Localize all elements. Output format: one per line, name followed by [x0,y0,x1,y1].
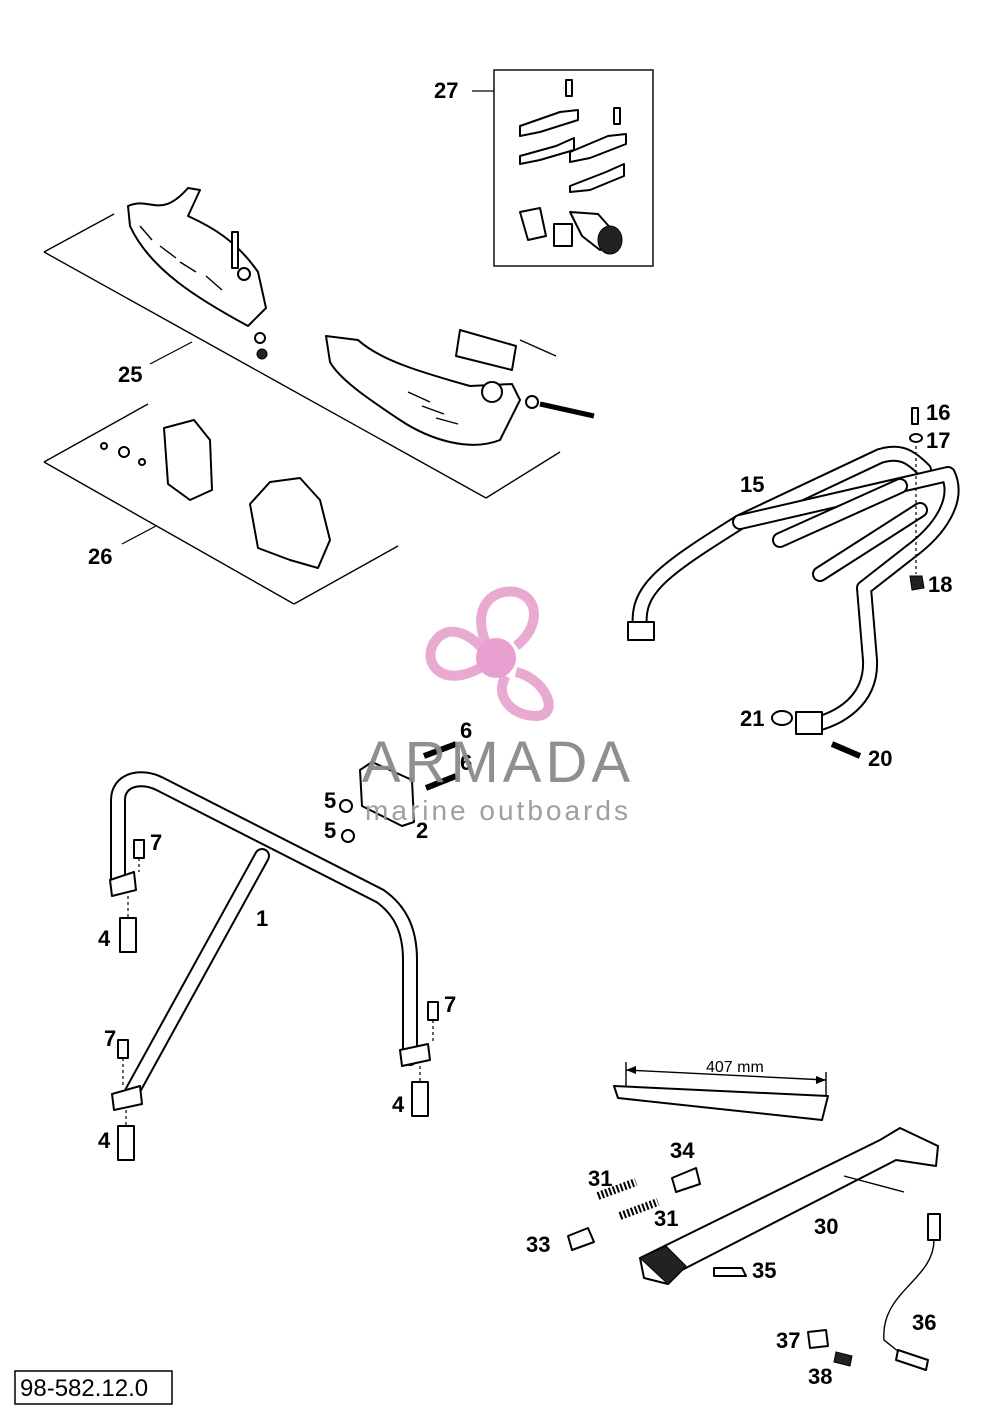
diagram-code: 98-582.12.0 [20,1375,148,1402]
callout-4c: 4 [98,1128,111,1153]
propeller-logo-icon [430,592,548,716]
callout-4b: 4 [392,1092,405,1117]
callout-5b: 5 [324,818,336,843]
callout-30: 30 [814,1214,838,1239]
callout-35: 35 [752,1258,776,1283]
callout-1: 1 [256,906,268,931]
callout-27: 27 [434,78,458,103]
callout-7b: 7 [444,992,456,1017]
callout-31a: 31 [588,1166,612,1191]
callout-15: 15 [740,472,764,497]
callout-38: 38 [808,1364,832,1389]
callout-34: 34 [670,1138,695,1163]
callout-21: 21 [740,706,764,731]
watermark-tagline: marine outboards [365,795,631,826]
side-stand [568,1062,940,1370]
callout-7c: 7 [104,1026,116,1051]
kit-26-panel [44,404,398,604]
callout-4a: 4 [98,926,111,951]
callout-25: 25 [118,362,142,387]
watermark: ARMADA marine outboards [362,592,634,826]
callout-16: 16 [926,400,950,425]
callout-17: 17 [926,428,950,453]
callout-31b: 31 [654,1206,678,1231]
callout-33: 33 [526,1232,550,1257]
watermark-brand: ARMADA [362,730,634,795]
callout-36: 36 [912,1310,936,1335]
callout-26: 26 [88,544,112,569]
callout-7a: 7 [150,830,162,855]
kit-27-box [472,70,653,266]
diagram-code-box: 98-582.12.0 [15,1371,172,1404]
rear-rack [628,408,952,756]
callout-20: 20 [868,746,892,771]
callout-37: 37 [776,1328,800,1353]
callout-18: 18 [928,572,952,597]
dimension-label: 407 mm [706,1059,764,1076]
callout-5a: 5 [324,788,336,813]
